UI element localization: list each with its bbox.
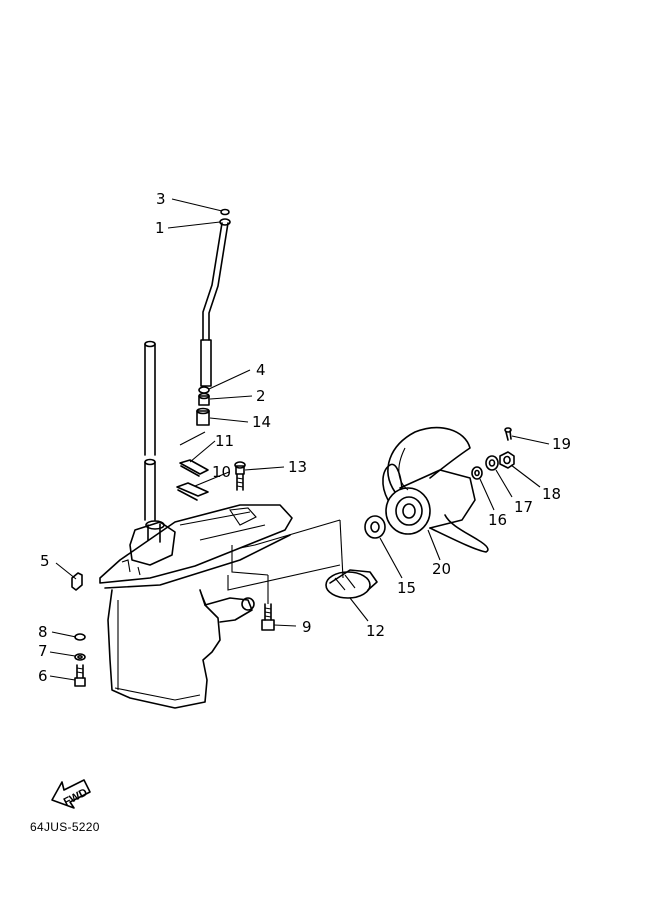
screw-9 xyxy=(261,603,275,631)
callout-4: 4 xyxy=(256,361,266,379)
shift-rod xyxy=(200,208,231,387)
anode xyxy=(71,572,83,591)
callout-1: 1 xyxy=(155,219,165,237)
callout-8: 8 xyxy=(38,623,48,641)
callout-18: 18 xyxy=(542,485,561,503)
drive-shaft xyxy=(144,340,156,521)
bolt-13 xyxy=(234,461,246,491)
trim-tab xyxy=(325,569,378,599)
callout-7: 7 xyxy=(38,642,48,660)
callout-20: 20 xyxy=(432,560,451,578)
callout-14: 14 xyxy=(252,413,271,431)
shift-rod-small-parts xyxy=(196,386,210,426)
spacer-17 xyxy=(485,455,499,471)
gaskets xyxy=(176,459,209,501)
callout-labels: 3 1 4 2 14 11 10 13 5 8 7 6 9 12 15 20 1… xyxy=(38,190,571,685)
callout-19: 19 xyxy=(552,435,571,453)
callout-15: 15 xyxy=(397,579,416,597)
callout-13: 13 xyxy=(288,458,307,476)
callout-6: 6 xyxy=(38,667,48,685)
propeller xyxy=(382,426,489,553)
callout-17: 17 xyxy=(514,498,533,516)
cotter-pin xyxy=(504,427,512,441)
diagram-code: 64JUS-5220 xyxy=(30,820,100,834)
callout-16: 16 xyxy=(488,511,507,529)
drain-screw-stack xyxy=(74,633,86,687)
thrust-washer xyxy=(364,515,386,539)
callout-5: 5 xyxy=(40,552,50,570)
callout-10: 10 xyxy=(212,463,231,481)
callout-3: 3 xyxy=(156,190,166,208)
fwd-arrow-icon: FWD xyxy=(51,779,91,809)
lower-unit-housing xyxy=(99,504,293,709)
washer-16 xyxy=(471,466,483,480)
callout-11: 11 xyxy=(215,432,234,450)
callout-12: 12 xyxy=(366,622,385,640)
callout-2: 2 xyxy=(256,387,266,405)
nut-18 xyxy=(499,451,515,469)
callout-9: 9 xyxy=(302,618,312,636)
leader-lines xyxy=(49,198,550,681)
